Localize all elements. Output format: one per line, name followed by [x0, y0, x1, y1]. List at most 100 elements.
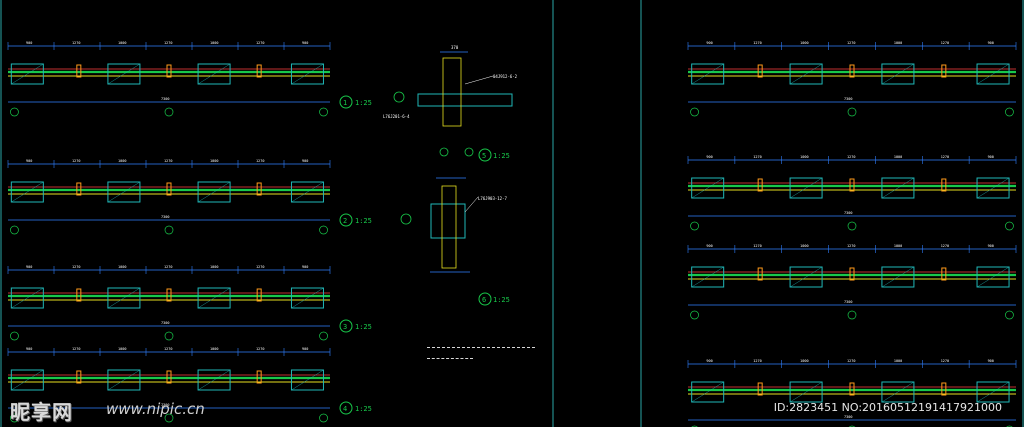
dim-text: 1000 — [800, 155, 808, 159]
dim-text: 1270 — [164, 347, 172, 351]
detail-5-section: 370 04J912-6-2 L76J201-6-4 5 1:25 — [383, 45, 518, 162]
dim-text: 1270 — [941, 359, 949, 363]
detail-label-number: 2 — [343, 217, 347, 225]
dim-text: 900 — [26, 159, 32, 163]
axis-bubble — [691, 425, 698, 427]
slot-marker — [849, 267, 855, 281]
dim-text: 900 — [26, 347, 32, 351]
pier-hatch — [291, 181, 324, 203]
detail-label-scale: 1:25 — [355, 405, 372, 413]
pier-outline — [789, 381, 823, 403]
dim-text: 1270 — [164, 159, 172, 163]
pier-hatch — [881, 63, 915, 85]
dim-text: 900 — [26, 265, 32, 269]
pier-outline — [290, 287, 324, 309]
detail5-ref2-text: L76J201-6-4 — [383, 114, 410, 119]
overall-dim-text: 7300 — [161, 215, 169, 219]
dim-text: 1000 — [894, 41, 902, 45]
slot-marker — [757, 382, 763, 396]
pier-hatch — [197, 287, 231, 309]
detail6-axis-bubble — [400, 213, 412, 225]
dim-text: 1000 — [800, 359, 808, 363]
axis-bubble — [319, 331, 328, 341]
slot-marker — [757, 178, 763, 192]
pier-outline — [10, 181, 44, 203]
dim-text: 1000 — [210, 159, 218, 163]
dim-text: 1000 — [894, 155, 902, 159]
slot-marker — [849, 382, 855, 396]
pier-outline — [10, 369, 44, 391]
detail-label-number: 1 — [343, 99, 347, 107]
detail6-leader — [464, 196, 479, 213]
pier-outline — [197, 181, 231, 203]
pier-outline — [881, 266, 915, 288]
detail6-column — [430, 203, 466, 239]
axis-bubble — [1005, 107, 1014, 117]
axis-bubble — [164, 413, 174, 423]
detail5-beam — [417, 93, 513, 107]
slot-marker — [849, 64, 855, 78]
pier-outline — [691, 63, 725, 85]
axis-bubble — [10, 331, 19, 341]
dim-text: 900 — [706, 155, 712, 159]
pier-hatch — [107, 181, 141, 203]
axis-bubble — [164, 225, 174, 235]
detail6-beam — [441, 185, 457, 269]
dim-text: 900 — [988, 155, 994, 159]
dim-text: 900 — [706, 244, 712, 248]
pier-hatch — [197, 181, 231, 203]
detail-6-section: L76J903-12-7 6 1:25 — [400, 177, 510, 306]
axis-bubble — [10, 107, 19, 117]
pier-hatch — [691, 63, 724, 85]
pier-outline — [976, 177, 1010, 199]
detail-label-circle — [339, 213, 353, 227]
dim-text: 1270 — [941, 155, 949, 159]
dim-text: 1270 — [256, 265, 264, 269]
dim-text: 1270 — [72, 159, 80, 163]
axis-bubble — [690, 310, 699, 320]
dim-text: 1270 — [941, 244, 949, 248]
detail5-axis-bubble-b — [439, 147, 449, 157]
pier-hatch — [789, 63, 823, 85]
dim-text: 1270 — [847, 244, 855, 248]
pier-outline — [107, 369, 141, 391]
slot-marker — [256, 370, 262, 384]
detail6-label-number: 6 — [482, 296, 486, 304]
pier-hatch — [691, 381, 724, 403]
pier-hatch — [789, 381, 823, 403]
pier-hatch — [789, 266, 823, 288]
pier-hatch — [789, 177, 823, 199]
pier-hatch — [107, 287, 141, 309]
pier-hatch — [11, 287, 44, 309]
pier-outline — [107, 181, 141, 203]
dim-text: 1000 — [118, 159, 126, 163]
axis-bubble — [319, 413, 328, 423]
detail5-dim-text: 370 — [451, 45, 459, 50]
axis-bubble — [847, 310, 857, 320]
overall-dim-text: 7300 — [161, 403, 169, 407]
dim-text: 1270 — [164, 265, 172, 269]
dim-text: 1270 — [753, 41, 761, 45]
pier-outline — [290, 369, 324, 391]
dim-text: 1000 — [800, 41, 808, 45]
detail-label-scale: 1:25 — [355, 99, 372, 107]
slot-marker — [849, 178, 855, 192]
pier-hatch — [691, 266, 724, 288]
dim-text: 1000 — [800, 244, 808, 248]
watermark-logo: 昵享网 — [10, 400, 73, 424]
pier-outline — [976, 63, 1010, 85]
detail6-label-circle — [478, 292, 492, 306]
detail-label-circle — [339, 95, 353, 109]
dim-text: 1000 — [210, 265, 218, 269]
slot-marker — [757, 267, 763, 281]
slot-marker — [76, 182, 82, 196]
pier-hatch — [976, 63, 1010, 85]
pier-outline — [197, 63, 231, 85]
pier-hatch — [11, 369, 44, 391]
pier-hatch — [291, 63, 324, 85]
detail-label-number: 4 — [343, 405, 347, 413]
axis-bubble — [319, 107, 328, 117]
dim-text: 1000 — [894, 359, 902, 363]
dim-text: 1270 — [256, 159, 264, 163]
